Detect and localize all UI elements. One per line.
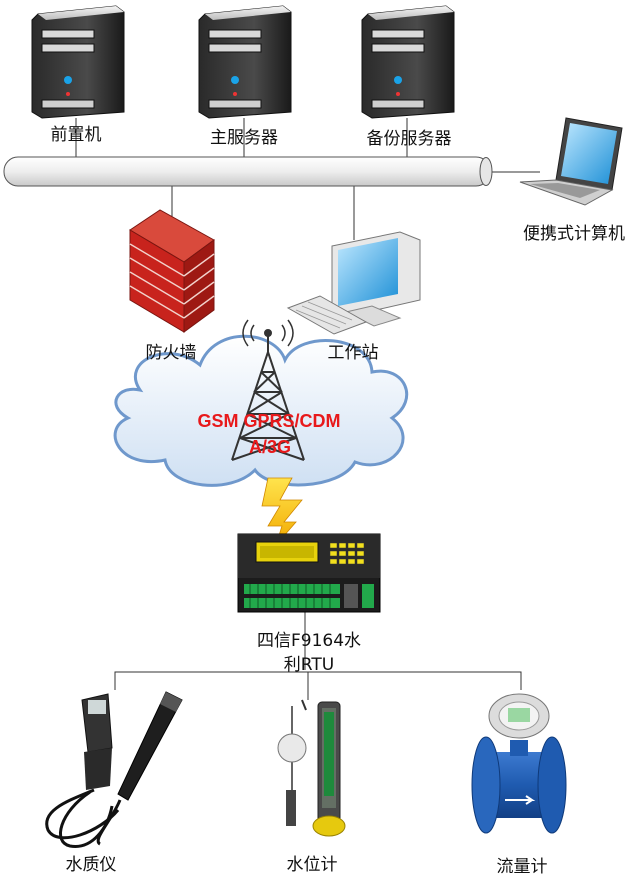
network-bus [3,156,493,187]
wireless-cloud [113,334,409,487]
water-level-meter-icon [277,699,346,837]
label-rtu-line1: 四信F9164水 [256,631,362,651]
water-quality-meter-icon [45,691,183,848]
network-label-line1: GSM GPRS/CDM [197,411,341,431]
rtu-device-icon [237,533,381,613]
label-firewall: 防火墙 [145,343,197,363]
antenna-tower-icon [231,319,305,461]
label-main-server: 主服务器 [210,128,278,148]
label-rtu-line2: 利RTU [283,655,335,675]
label-workstation: 工作站 [327,343,379,363]
label-front-end: 前置机 [50,125,102,145]
label-laptop: 便携式计算机 [523,224,625,244]
network-label-line2: A/3G [248,437,291,457]
flow-meter-icon [471,693,567,834]
label-backup-server: 备份服务器 [366,129,452,149]
workstation-icon [286,231,421,335]
label-flow-meter: 流量计 [496,857,548,877]
firewall-icon [129,209,215,333]
server-front-end [31,5,125,119]
connection-lines [75,118,540,700]
laptop-icon [519,117,623,206]
server-backup [361,5,455,119]
label-water-level: 水位计 [286,855,338,875]
label-water-quality: 水质仪 [65,855,117,875]
server-main [198,5,292,119]
